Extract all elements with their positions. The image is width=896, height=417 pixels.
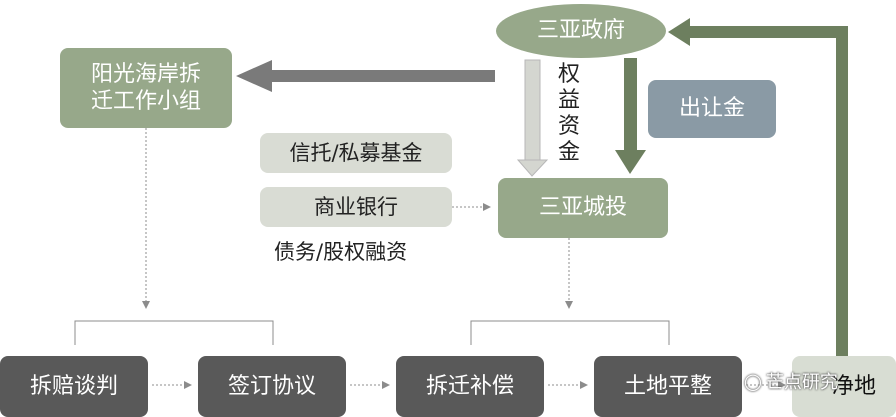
negotiation-node: 拆赔谈判: [0, 356, 148, 417]
land-leveling-node: 土地平整: [594, 356, 742, 417]
equity-funds-label: 权益资金: [557, 62, 580, 165]
clean-land-node: 净地: [792, 356, 896, 417]
watermark-text: 芒点研究: [765, 372, 838, 393]
compensation-node: 拆迁补偿: [396, 356, 544, 417]
government-node: 三亚政府: [496, 4, 666, 58]
return-arrow: [668, 18, 848, 358]
commercial-bank-node: 商业银行: [260, 187, 452, 227]
debt-equity-financing-label: 债务/股权融资: [274, 240, 408, 264]
watermark: ◯ 芒点研究: [744, 368, 838, 394]
relocation-team-node: 阳光海岸拆迁工作小组: [60, 48, 232, 128]
transfer-fee-node: 出让金: [648, 80, 776, 138]
gov-to-team-arrow: [236, 60, 495, 92]
equity-funds-arrow: [516, 59, 549, 177]
left-bracket: [74, 320, 274, 345]
transfer-fee-arrow: [615, 58, 646, 174]
sign-agreement-node: 签订协议: [198, 356, 346, 417]
trust-fund-node: 信托/私募基金: [260, 133, 452, 173]
wechat-icon: ◯: [744, 371, 762, 391]
right-bracket: [470, 320, 670, 345]
sanya-chengtou-node: 三亚城投: [498, 178, 668, 238]
